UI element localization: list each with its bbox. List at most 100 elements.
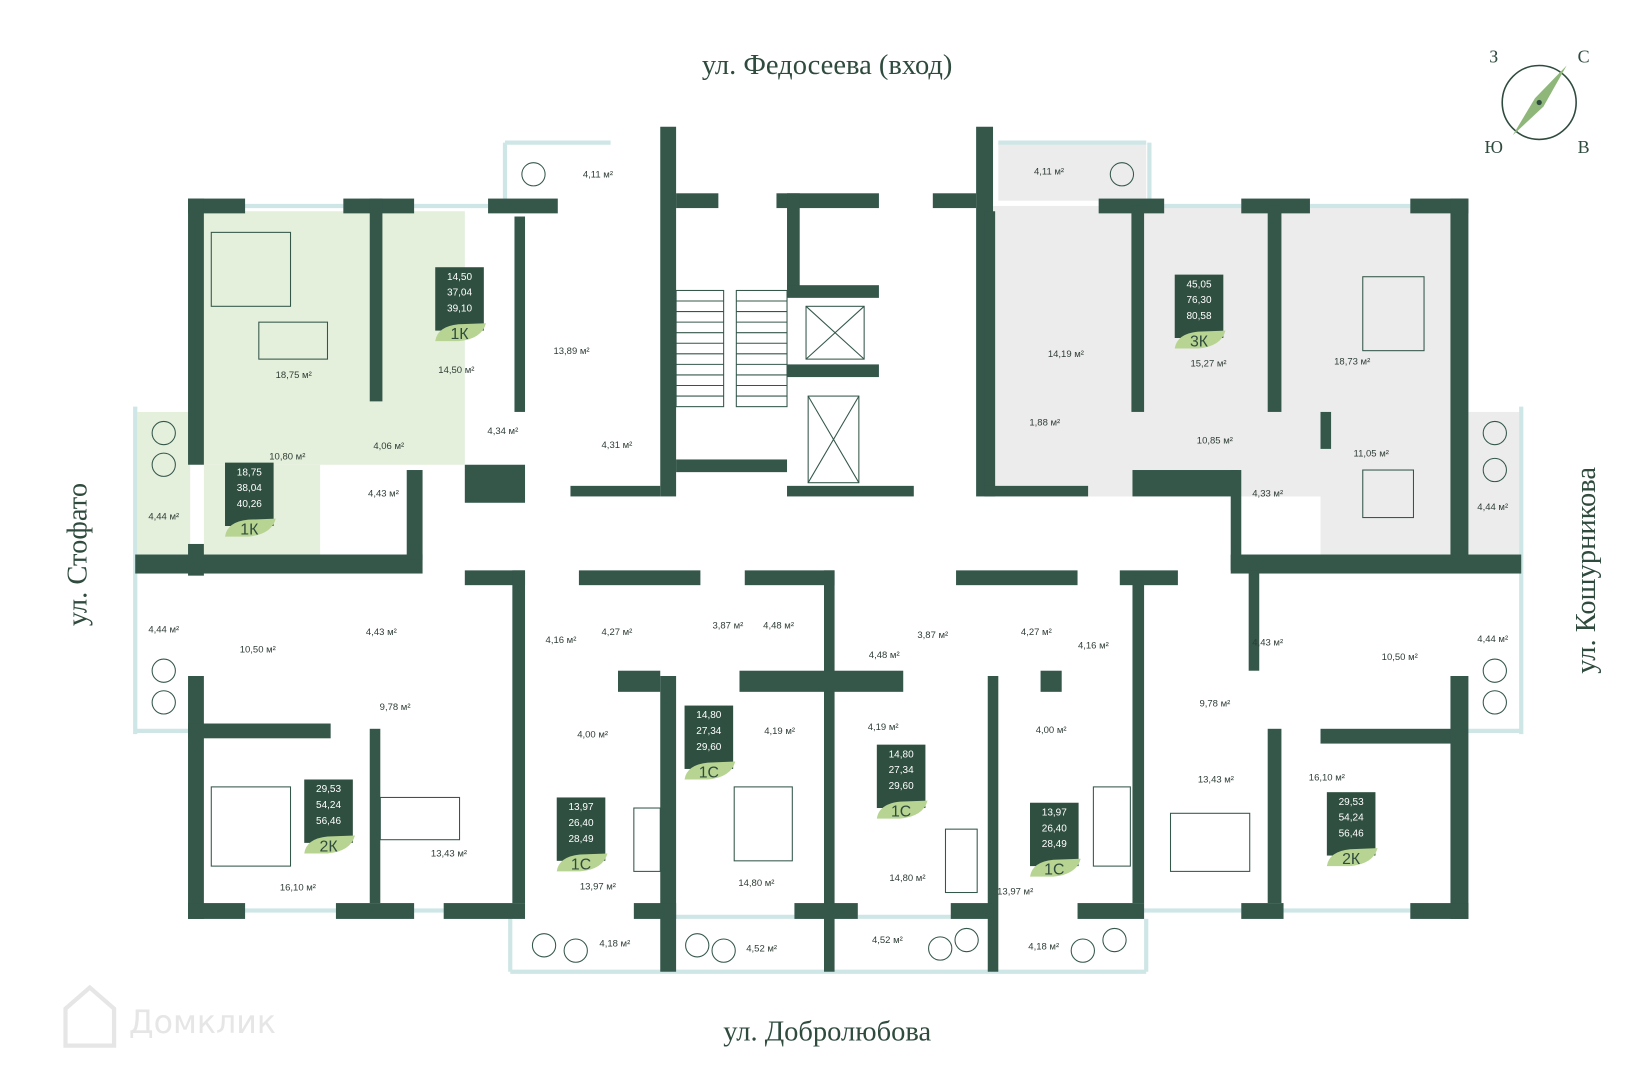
- wall-segment: [514, 216, 526, 412]
- room-area-label: 4,19 м²: [868, 722, 899, 733]
- compass-north: С: [1578, 46, 1590, 66]
- chair-icon: [1109, 162, 1135, 187]
- stair-flight: [735, 289, 788, 408]
- badge-apartment-type: 2К: [320, 838, 339, 855]
- badge-background: [1030, 802, 1079, 867]
- wall-segment: [618, 670, 661, 692]
- chair-icon: [685, 933, 710, 958]
- street-top-label: ул. Федосеева (вход): [702, 50, 953, 81]
- highlighted-apartments: [137, 142, 1522, 560]
- room-area-label: 13,43 м²: [1198, 775, 1234, 786]
- compass-center: [1536, 99, 1542, 106]
- badge-total-balcony-area: 29,60: [889, 781, 914, 792]
- badge-total-area: 76,30: [1186, 295, 1211, 306]
- badge-total-balcony-area: 28,49: [568, 834, 593, 845]
- street-bottom-label: ул. Добролюбова: [723, 1016, 931, 1047]
- apartment-1k-highlight: [203, 211, 465, 465]
- badge-total-balcony-area: 80,58: [1186, 311, 1211, 322]
- wall-segment: [443, 903, 526, 919]
- apartment-3k-highlight-lower: [1320, 417, 1464, 560]
- room-area-label: 15,27 м²: [1190, 359, 1226, 370]
- furniture: [944, 828, 978, 894]
- wall-segment: [1230, 470, 1242, 571]
- wall-segment: [188, 675, 204, 919]
- room-area-label: 4,52 м²: [746, 944, 777, 955]
- room-area-label: 4,11 м²: [583, 169, 613, 180]
- badge-total-area: 27,34: [696, 726, 721, 737]
- badge-total-balcony-area: 28,49: [1042, 839, 1067, 850]
- compass-east: В: [1578, 137, 1590, 157]
- apartment-badge[interactable]: 14,80 27,34 29,60 1С: [684, 705, 736, 782]
- wall-segment: [824, 570, 835, 972]
- room-area-label: 4,00 м²: [1036, 725, 1067, 736]
- elevator-cross: [807, 395, 860, 483]
- wall-segment: [1230, 554, 1522, 574]
- room-area-label: 14,80 м²: [889, 873, 925, 884]
- furniture: [1362, 469, 1415, 519]
- badge-apartment-type: 1С: [891, 803, 911, 820]
- room-area-label: 4,43 м²: [1252, 637, 1283, 648]
- room-area-label: 4,44 м²: [148, 625, 179, 636]
- wall-segment: [188, 198, 204, 465]
- balcony-highlight-left: [137, 411, 191, 560]
- wall-segment: [787, 364, 879, 378]
- compass-ring: [1501, 64, 1577, 141]
- balcony-3k-right-highlight: [1468, 411, 1522, 560]
- badge-total-area: 38,04: [237, 483, 262, 494]
- wall-segment: [1410, 903, 1469, 919]
- room-area-label: 18,73 м²: [1334, 356, 1370, 367]
- badge-background: [1326, 792, 1376, 856]
- room-area-label: 4,33 м²: [1252, 488, 1283, 499]
- room-area-label: 14,80 м²: [738, 878, 774, 889]
- room-area-label: 4,44 м²: [1477, 502, 1508, 513]
- badge-total-area: 37,04: [447, 288, 472, 299]
- chair-icon: [1482, 420, 1507, 446]
- room-area-label: 4,34 м²: [487, 426, 518, 437]
- room-area-label: 13,43 м²: [431, 849, 467, 860]
- chair-icon: [1102, 927, 1127, 953]
- badge-apartment-type: 1К: [451, 326, 470, 343]
- wall-segment: [1040, 670, 1062, 692]
- furniture: [633, 807, 661, 872]
- room-area-label: 4,18 м²: [1028, 942, 1059, 953]
- badge-total-balcony-area: 29,60: [696, 742, 721, 753]
- wall-segment: [794, 903, 858, 919]
- chair-icon: [954, 927, 979, 953]
- wall-segment: [512, 570, 526, 904]
- chair-icon: [711, 938, 736, 963]
- room-area-label: 4,00 м²: [577, 729, 608, 740]
- room-area-label: 14,19 м²: [1048, 349, 1084, 360]
- badge-apartment-type: 1С: [1044, 862, 1064, 879]
- wall-segment: [1241, 903, 1284, 919]
- wall-segment: [739, 670, 904, 692]
- room-area-label: 13,97 м²: [997, 887, 1033, 898]
- badge-living-area: 14,80: [696, 710, 721, 721]
- balcony-3k-highlight: [998, 142, 1147, 201]
- badge-total-area: 26,40: [1042, 823, 1067, 834]
- badge-apartment-type: 1С: [699, 764, 719, 781]
- elevator-shaft: [805, 305, 865, 360]
- badge-total-balcony-area: 39,10: [447, 304, 472, 315]
- compass-west: З: [1489, 46, 1498, 66]
- chair-icon: [1482, 457, 1507, 483]
- wall-segment: [1119, 570, 1178, 586]
- walls: [135, 126, 1522, 972]
- room-area-label: 4,11 м²: [1034, 166, 1064, 177]
- room-area-label: 3,87 м²: [712, 620, 743, 631]
- badge-total-balcony-area: 56,46: [1339, 829, 1364, 840]
- wall-segment: [335, 903, 415, 919]
- badge-living-area: 13,97: [568, 802, 593, 813]
- badge-total-area: 27,34: [889, 765, 914, 776]
- wall-segment: [1248, 570, 1260, 671]
- furniture: [733, 786, 793, 862]
- room-area-label: 10,50 м²: [1382, 652, 1418, 663]
